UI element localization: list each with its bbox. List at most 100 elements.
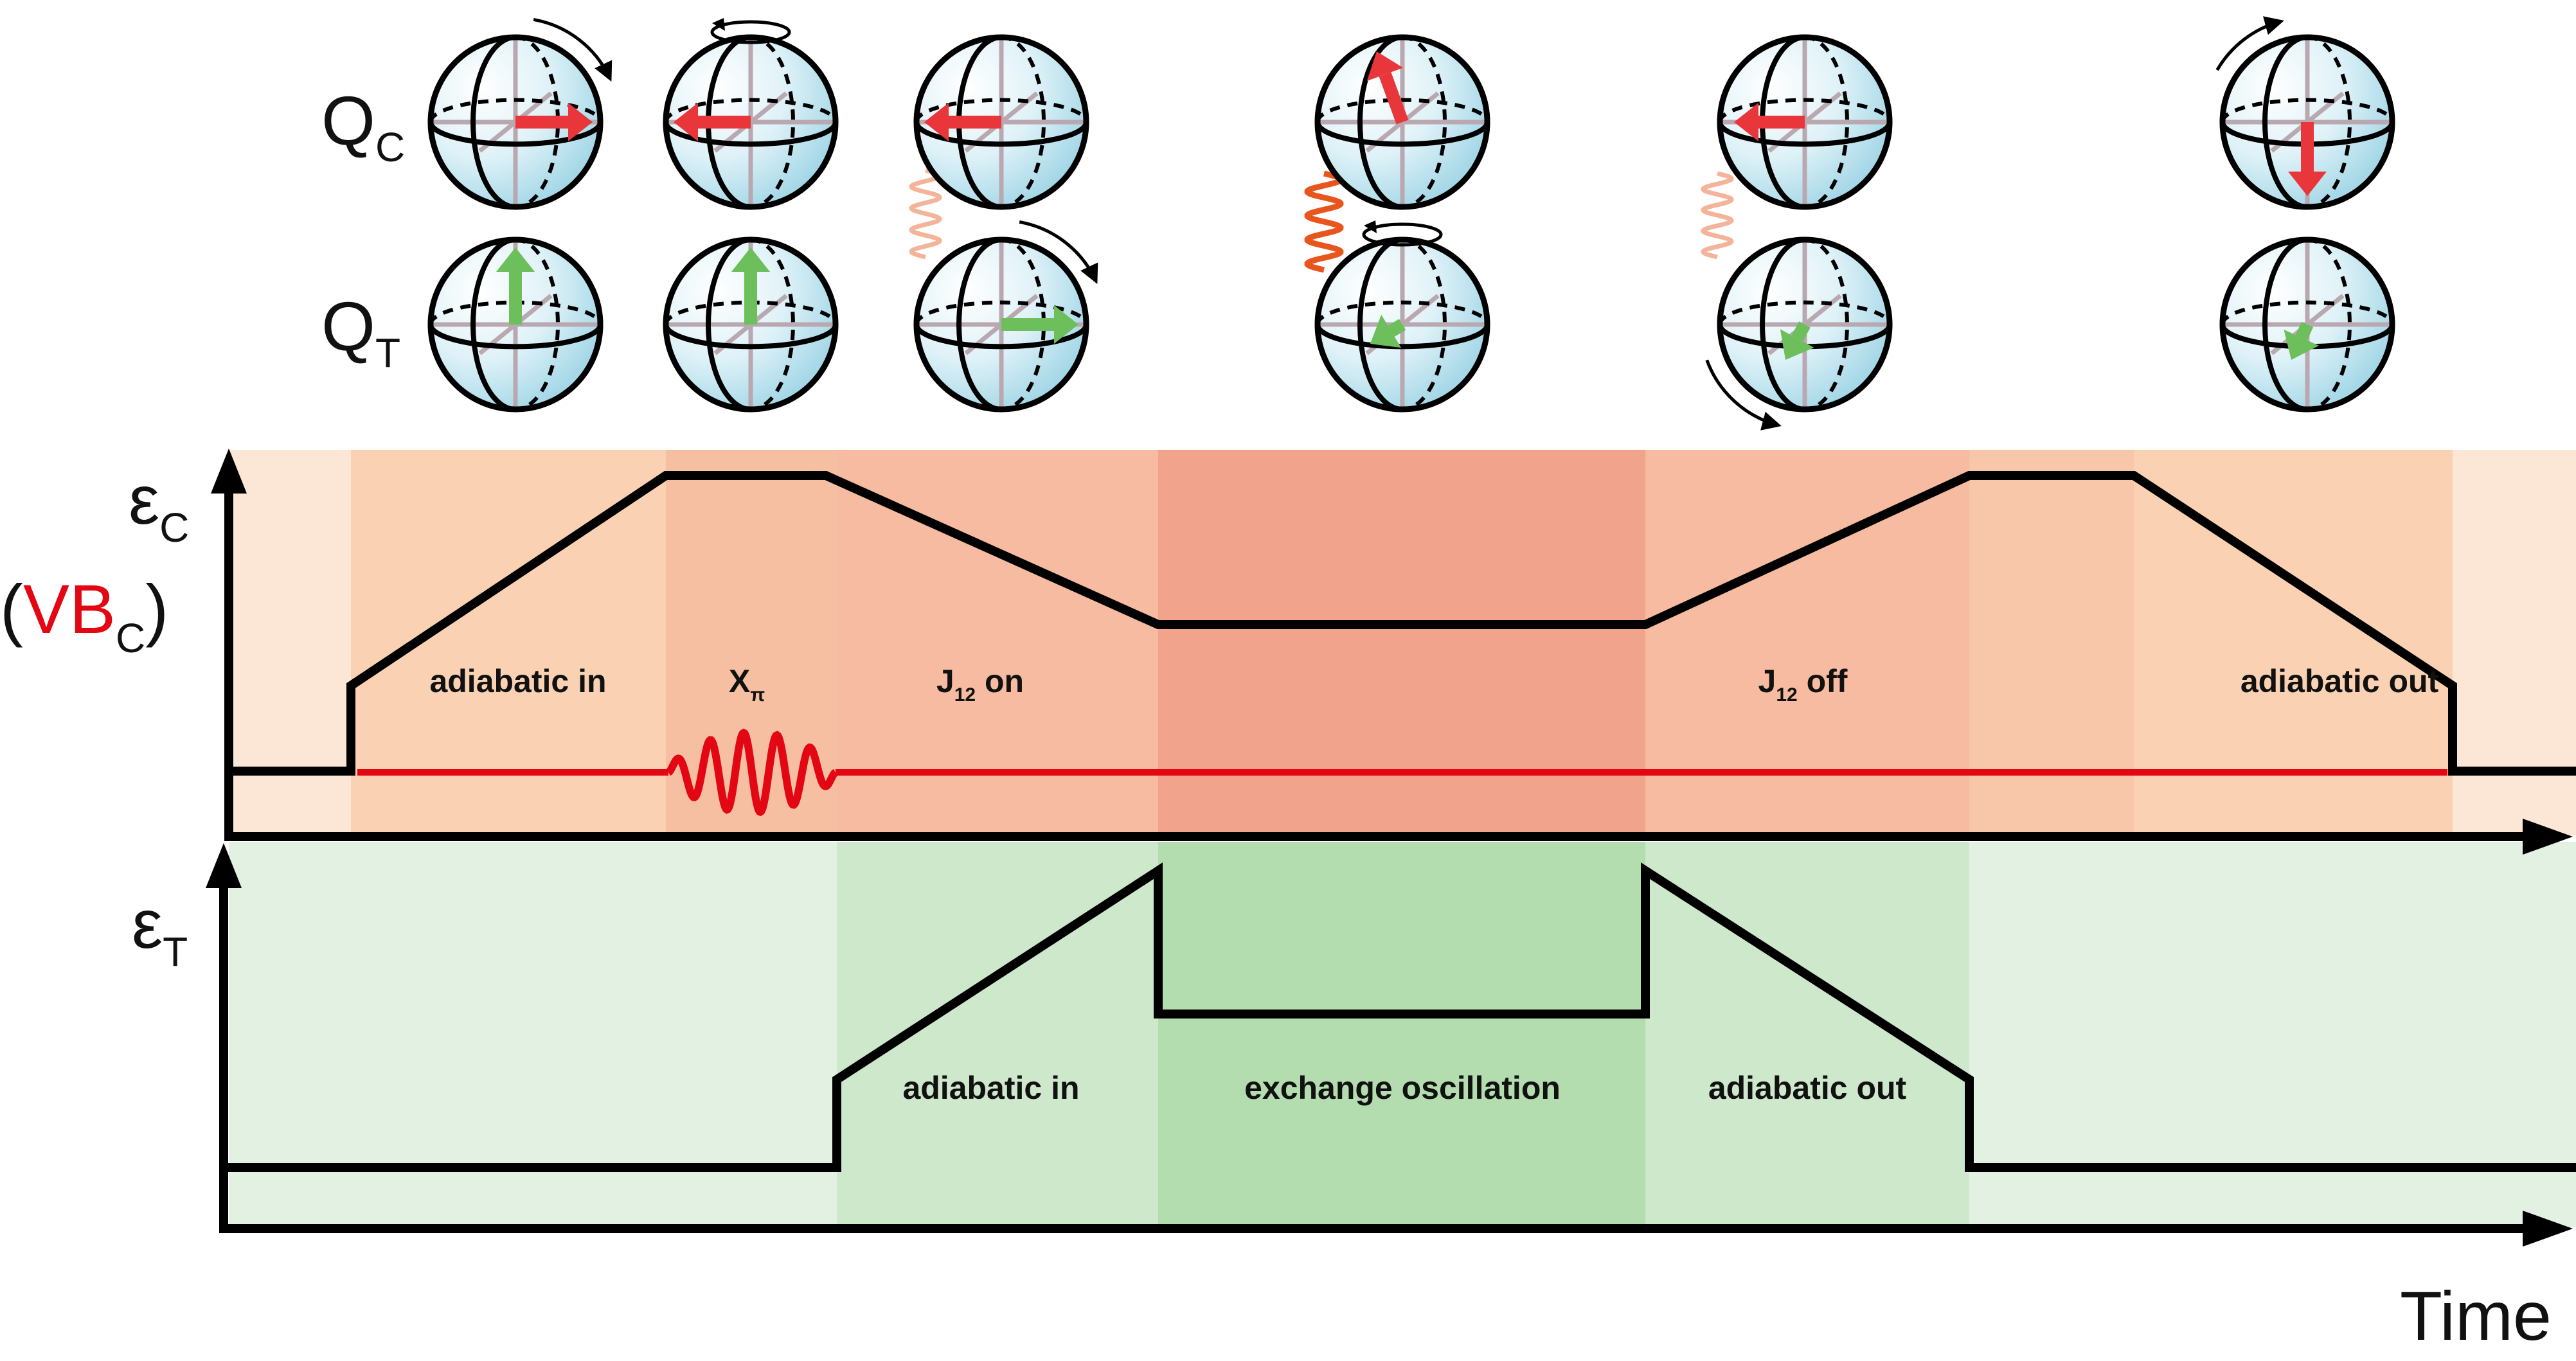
state-vector-head [924, 103, 949, 141]
sphere-outline [2219, 236, 2395, 413]
state-vector-shaft [1388, 319, 1406, 337]
band-idle-left [229, 450, 351, 835]
sphere-outline [1717, 236, 1893, 413]
rotation-indicator-icon [1705, 359, 1782, 431]
target-detuning-pulse [224, 862, 2576, 1172]
bloch-sphere-qt-5 [1705, 236, 1893, 431]
label-adiabatic-in-top: adiabatic in [429, 663, 606, 699]
sphere-meridian-front [470, 35, 516, 209]
axis-label-epsilon-t: εT [132, 885, 188, 975]
sphere-meridian-front [1357, 35, 1403, 209]
state-vector-head [2284, 329, 2320, 360]
state-vector-shaft [1379, 72, 1409, 125]
control-x-arrowhead [2523, 819, 2573, 855]
rotation-arrowhead-icon [1364, 220, 1377, 233]
sphere-equator-back [915, 300, 1088, 325]
bloch-sphere-qc-5 [1717, 34, 1893, 210]
sphere-equator-front [1717, 121, 1892, 147]
qubit-label-qt: QT [321, 287, 400, 376]
band-hold [1969, 450, 2134, 835]
bloch-sphere-qc-1 [427, 17, 613, 210]
sphere-outline [1314, 236, 1490, 413]
sphere-outline [1314, 34, 1490, 210]
rotation-indicator-icon [1362, 222, 1443, 247]
sphere-equator-front [914, 324, 1089, 350]
sphere-meridian-back [1402, 35, 1447, 209]
sphere-meridian-front [1760, 237, 1805, 412]
bloch-sphere-qt-2 [663, 236, 839, 413]
sphere-meridian-front [956, 237, 1002, 412]
control-y-arrowhead [211, 449, 247, 494]
rotation-indicator-icon [1019, 220, 1098, 284]
band-j12-off [1645, 450, 1969, 835]
sphere-meridian-front [2262, 35, 2308, 209]
bloch-sphere-qc-4 [1314, 34, 1490, 210]
sphere-meridian-front [2262, 237, 2308, 412]
coupling-wave-3 [1701, 171, 1734, 260]
sphere-equator-front [914, 121, 1089, 147]
sphere-equator-front [428, 121, 603, 147]
axis-label-time: Time [2400, 1277, 2552, 1355]
sphere-meridian-back [750, 35, 795, 209]
qubit-label-qc: QC [321, 82, 405, 170]
sphere-equator-front [663, 121, 838, 147]
sphere-equator-back [1718, 98, 1892, 123]
state-vector-shaft [2295, 321, 2314, 341]
sphere-outline [663, 34, 839, 210]
sphere-equator-front [1315, 324, 1490, 350]
sphere-equator-back [915, 98, 1088, 123]
label-j12-on: J12 on [936, 663, 1024, 706]
state-vector-head [568, 103, 593, 141]
sphere-outline [1717, 34, 1893, 210]
control-axes [224, 485, 2529, 841]
axis-label-epsilon-c: εC [129, 461, 189, 551]
bloch-sphere-qt-6 [2219, 236, 2395, 413]
label-xpi: Xπ [729, 663, 765, 706]
sphere-outline [663, 236, 839, 413]
sphere-meridian-back [1402, 238, 1447, 411]
band-exchange [1158, 450, 1645, 835]
bloch-sphere-qt-1 [427, 236, 604, 413]
state-vector-head [731, 247, 770, 272]
sphere-outline [427, 236, 604, 413]
sphere-meridian-back [1001, 238, 1046, 411]
sphere-equator-back [429, 98, 602, 123]
control-detuning-pulse [229, 471, 2576, 776]
rotation-indicator-icon [2215, 16, 2284, 71]
rotation-indicator-icon [533, 17, 613, 82]
sphere-meridian-back [2307, 238, 2352, 411]
band-j12-on [837, 450, 1158, 835]
sphere-equator-front [663, 324, 838, 350]
state-vector-head [496, 247, 535, 272]
sphere-equator-back [664, 98, 837, 123]
bloch-spheres [427, 16, 2395, 431]
sphere-equator-back [2221, 98, 2394, 123]
coupling-wave-2 [1304, 170, 1344, 273]
control-bands [229, 450, 2576, 835]
sphere-outline [2219, 34, 2395, 210]
axis-label-vbc: (VBC) [0, 570, 168, 661]
rotation-arrowhead-icon [712, 18, 725, 31]
state-vector-head [674, 103, 698, 141]
sphere-meridian-back [750, 238, 795, 411]
sphere-meridian-front [706, 237, 751, 412]
state-vector-head [1054, 305, 1078, 344]
label-adiabatic-out-bottom: adiabatic out [1708, 1070, 1907, 1106]
sphere-meridian-front [470, 237, 516, 412]
sphere-outline [913, 34, 1089, 210]
target-y-arrowhead [206, 843, 242, 888]
bloch-sphere-qt-3 [913, 220, 1098, 413]
sphere-meridian-back [1804, 35, 1849, 209]
rotation-indicator-icon [710, 20, 791, 44]
sphere-equator-back [1316, 98, 1489, 123]
bloch-sphere-qt-4 [1314, 220, 1490, 413]
sphere-equator-back [2221, 300, 2394, 325]
sphere-meridian-back [1804, 238, 1849, 411]
sphere-meridian-back [515, 238, 560, 411]
state-vector-head [1366, 51, 1404, 81]
sphere-meridian-back [2307, 35, 2352, 209]
sphere-meridian-back [1001, 35, 1046, 209]
state-vector-head [2288, 172, 2327, 196]
xpi-oscillation [666, 728, 838, 817]
band-idle-right [2453, 450, 2576, 835]
